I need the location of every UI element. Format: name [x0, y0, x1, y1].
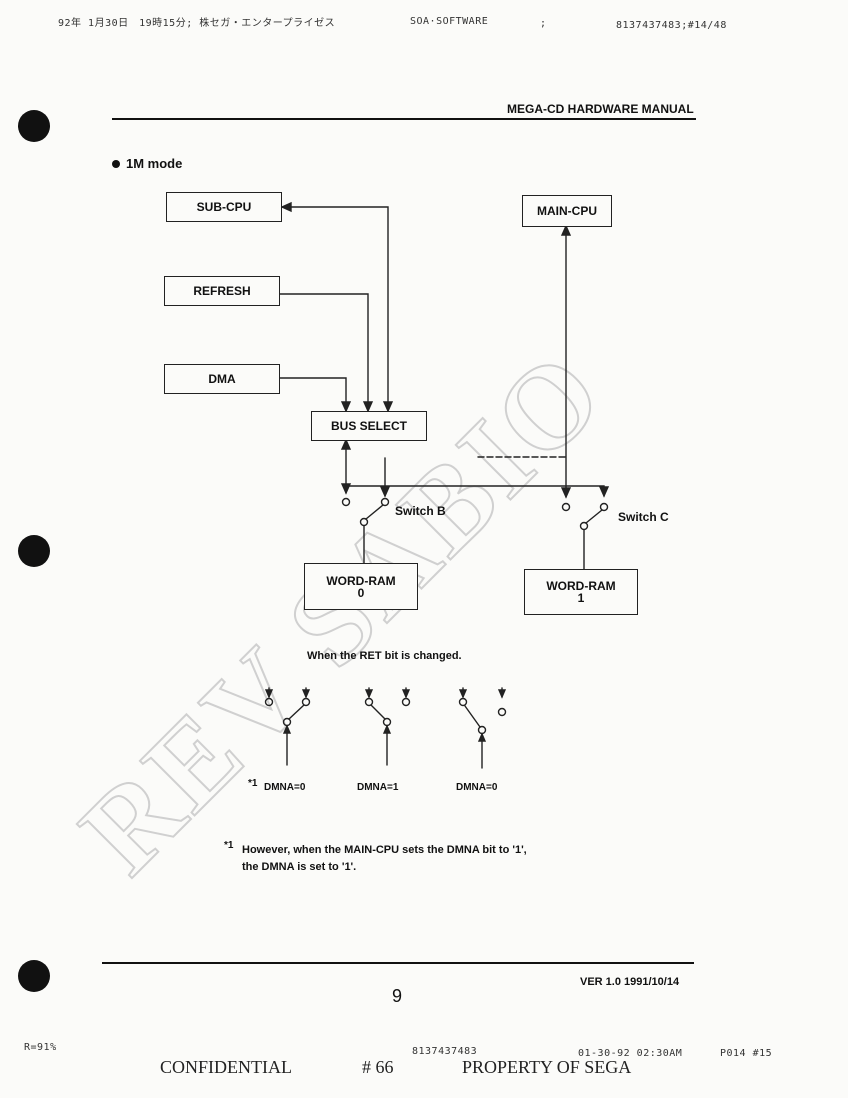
footer-rule — [102, 962, 694, 964]
section-bullet — [112, 160, 120, 168]
footnote-marker: *1 — [224, 840, 234, 851]
footnote-line-1: However, when the MAIN-CPU sets the DMNA… — [242, 844, 527, 856]
fax-header-center: SOA·SOFTWARE — [410, 16, 489, 27]
header-rule — [112, 118, 696, 120]
state-marker: *1 — [248, 778, 258, 789]
refresh-block: REFRESH — [164, 276, 280, 306]
word-ram-1-block: WORD-RAM 1 — [524, 569, 638, 615]
archive-number: # 66 — [362, 1057, 394, 1077]
punch-hole-middle — [18, 535, 50, 567]
state-label: DMNA=0 — [456, 782, 498, 793]
manual-title: MEGA-CD HARDWARE MANUAL — [507, 102, 694, 116]
main-cpu-block: MAIN-CPU — [522, 195, 612, 227]
fax-header-left: 92年 1月30日 19時15分; 株セガ・エンタープライゼス — [58, 18, 336, 29]
state-label: DMNA=1 — [357, 782, 399, 793]
fax-footer-datetime: 01-30-92 02:30AM — [578, 1048, 683, 1059]
fax-header-mark: ; — [540, 18, 547, 29]
switch-c-label: Switch C — [618, 510, 669, 524]
fax-footer-number: 8137437483 — [412, 1046, 478, 1057]
version-label: VER 1.0 1991/10/14 — [580, 976, 680, 988]
footnote-line-2: the DMNA is set to '1'. — [242, 861, 357, 873]
dma-block: DMA — [164, 364, 280, 394]
property-stamp: PROPERTY OF SEGA — [462, 1057, 632, 1077]
fax-footer-page: P014 #15 — [720, 1048, 773, 1059]
ret-caption: When the RET bit is changed. — [307, 650, 462, 662]
fax-reduction: R=91% — [24, 1042, 57, 1053]
punch-hole-bottom — [18, 960, 50, 992]
page-number: 9 — [392, 986, 403, 1006]
state-label: DMNA=0 — [264, 782, 306, 793]
confidential-stamp: CONFIDENTIAL — [160, 1057, 292, 1077]
word-ram-0-block: WORD-RAM 0 — [304, 563, 418, 610]
sub-cpu-block: SUB-CPU — [166, 192, 282, 222]
fax-header-right: 8137437483;#14/48 — [616, 20, 727, 31]
section-title: 1M mode — [126, 156, 183, 171]
punch-hole-top — [18, 110, 50, 142]
bus-select-block: BUS SELECT — [311, 411, 427, 441]
switch-b-label: Switch B — [395, 504, 446, 518]
